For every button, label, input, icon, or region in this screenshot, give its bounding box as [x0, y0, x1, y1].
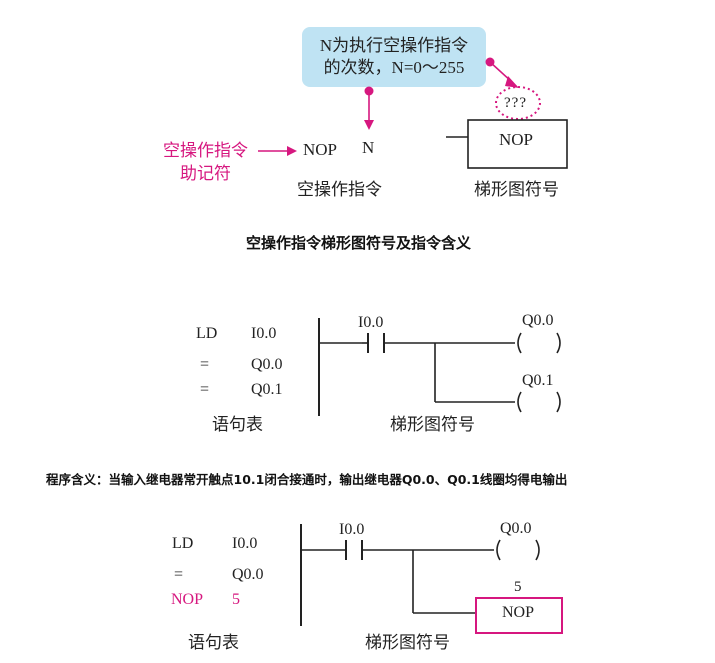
contact-i00-s3 — [345, 540, 363, 560]
stl-arg-3: Q0.1 — [251, 381, 283, 398]
nop-box-3 — [475, 597, 563, 634]
contact-label-s2: I0.0 — [358, 314, 384, 331]
callout-arrow-to-box — [485, 57, 519, 88]
mnemonic-label-line-2: 助记符 — [180, 164, 231, 183]
stl-op-6: NOP — [171, 591, 204, 608]
coil-q01-s2 — [517, 391, 561, 413]
nop-box-3-label: NOP — [502, 604, 535, 621]
stl-arg-4: I0.0 — [232, 535, 258, 552]
unknown-count-label: ??? — [504, 95, 527, 111]
instruction-n: N — [362, 138, 375, 157]
stl-op-4: LD — [172, 535, 194, 552]
caption-instruction: 空操作指令 — [297, 180, 382, 199]
nop-count-s3: 5 — [514, 579, 522, 595]
mnemonic-label-line-1: 空操作指令 — [163, 141, 248, 160]
program-meaning: 程序含义：当输入继电器常开触点10.1闭合接通时，输出继电器Q0.0、Q0.1线… — [46, 472, 568, 487]
callout-arrow-to-n — [364, 86, 374, 130]
stl-op-2: = — [200, 356, 210, 373]
unknown-count-circle — [495, 86, 541, 120]
stl-arg-6: 5 — [232, 591, 240, 608]
coil2-label-s2: Q0.1 — [522, 372, 554, 389]
coil-label-s3: Q0.0 — [500, 520, 532, 537]
stl-op-5: = — [174, 566, 184, 583]
coil-q00-s2 — [517, 332, 561, 354]
stl-arg-1: I0.0 — [251, 325, 277, 342]
mnemonic-arrow — [258, 146, 297, 156]
contact-i00-s2 — [367, 333, 385, 353]
stl-op-1: LD — [196, 325, 218, 342]
nop-box-1-label: NOP — [499, 130, 534, 149]
callout-line-2: 的次数，N=0～255 — [323, 58, 465, 77]
nop-box-1 — [467, 119, 568, 169]
coil-q00-s3 — [496, 539, 540, 561]
section-title: 空操作指令梯形图符号及指令含义 — [246, 234, 472, 252]
caption-stl-s3: 语句表 — [188, 633, 239, 652]
stl-op-3: = — [200, 381, 210, 398]
contact-label-s3: I0.0 — [339, 521, 365, 538]
callout-box: N为执行空操作指令 的次数，N=0～255 — [302, 27, 486, 87]
stl-arg-5: Q0.0 — [232, 566, 264, 583]
stl-arg-2: Q0.0 — [251, 356, 283, 373]
coil1-label-s2: Q0.0 — [522, 312, 554, 329]
caption-ladder-1: 梯形图符号 — [474, 180, 559, 199]
instruction-nop: NOP — [303, 140, 338, 159]
caption-stl-s2: 语句表 — [212, 415, 263, 434]
callout-line-1: N为执行空操作指令 — [319, 35, 469, 55]
caption-ladder-s3: 梯形图符号 — [365, 633, 450, 652]
caption-ladder-s2: 梯形图符号 — [390, 415, 475, 434]
